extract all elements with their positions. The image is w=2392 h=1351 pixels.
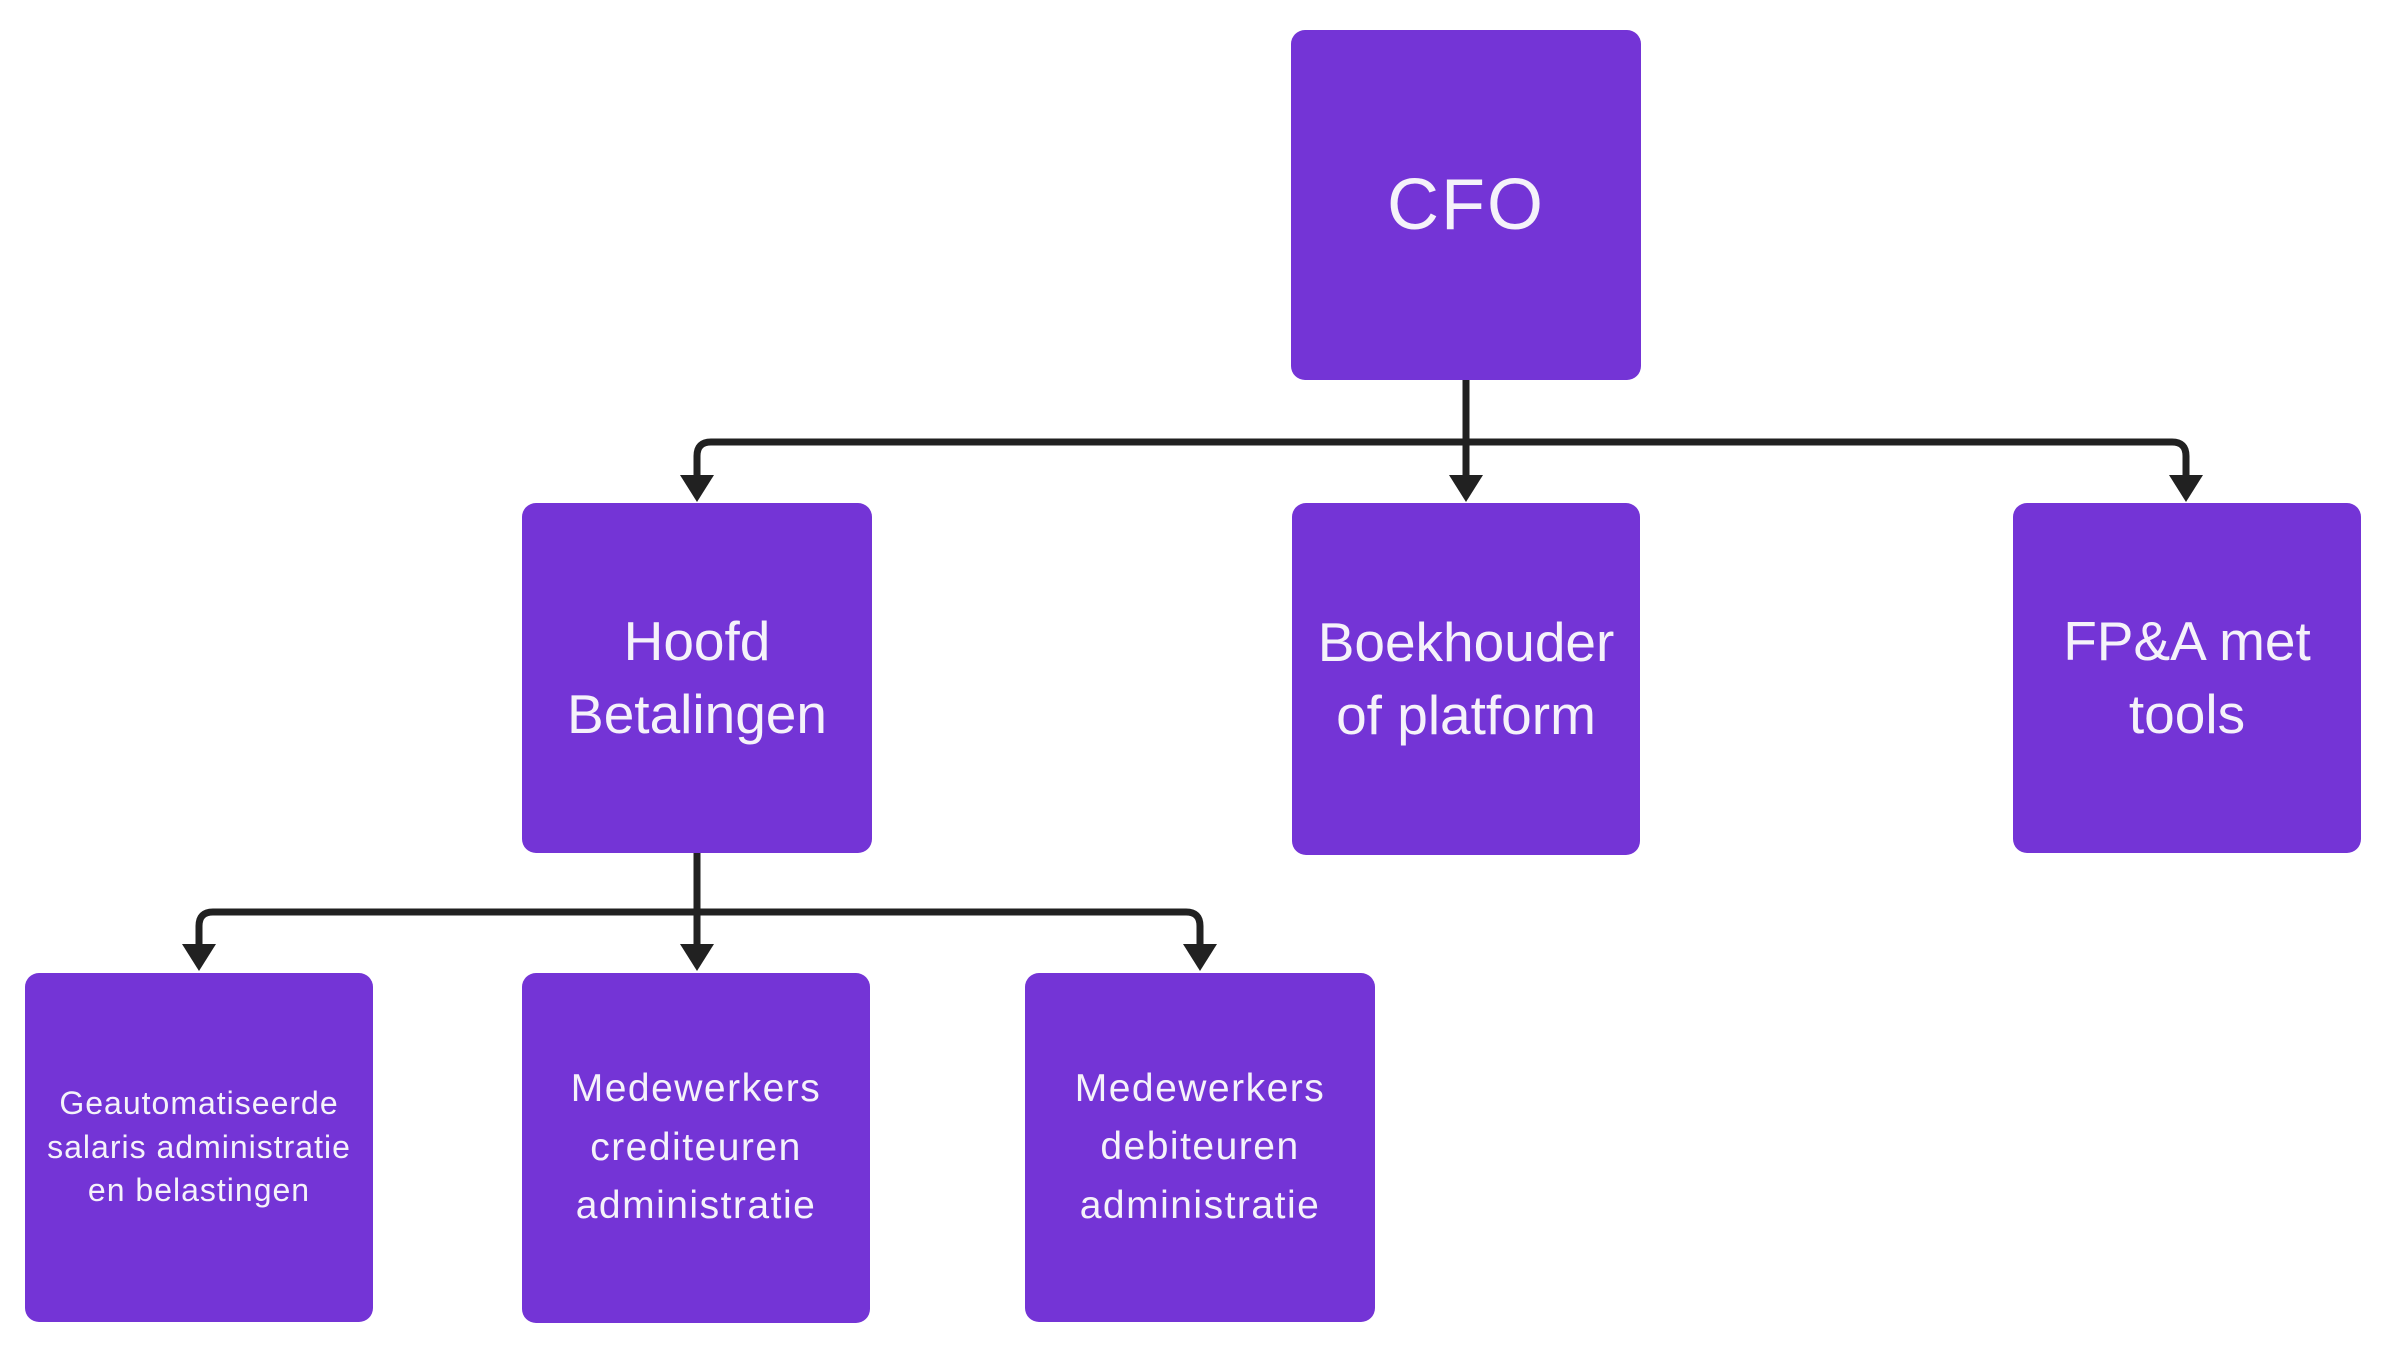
node-debiteuren-label: Medewerkers debiteuren administratie	[1074, 1066, 1326, 1227]
arrowhead-debiteuren	[1183, 944, 1217, 971]
node-cfo: CFO	[1291, 30, 1641, 380]
arrowhead-boekhouder	[1449, 475, 1483, 502]
node-hoofd-betalingen: Hoofd Betalingen	[522, 503, 872, 853]
node-boekhouder: Boekhouder of platform	[1292, 503, 1640, 855]
node-salaris-label: Geautomatiseerde salaris administratie e…	[47, 1085, 351, 1209]
arrowhead-hoofd-betalingen	[680, 475, 714, 502]
node-debiteuren: Medewerkers debiteuren administratie	[1025, 973, 1375, 1322]
node-fpa: FP&A met tools	[2013, 503, 2361, 853]
node-crediteuren-label: Medewerkers crediteuren administratie	[570, 1067, 822, 1228]
node-fpa-label: FP&A met tools	[2063, 609, 2311, 745]
arrowhead-salaris	[182, 944, 216, 971]
node-salaris: Geautomatiseerde salaris administratie e…	[25, 973, 373, 1322]
connector-cfo-children-rail	[693, 438, 2190, 478]
connector-hoofd-children-rail	[195, 908, 1204, 948]
arrowhead-fpa	[2169, 475, 2203, 502]
node-boekhouder-label: Boekhouder of platform	[1317, 610, 1615, 746]
arrowhead-crediteuren	[680, 944, 714, 971]
node-crediteuren: Medewerkers crediteuren administratie	[522, 973, 870, 1323]
node-cfo-label: CFO	[1387, 165, 1545, 245]
node-hoofd-betalingen-label: Hoofd Betalingen	[567, 609, 827, 745]
